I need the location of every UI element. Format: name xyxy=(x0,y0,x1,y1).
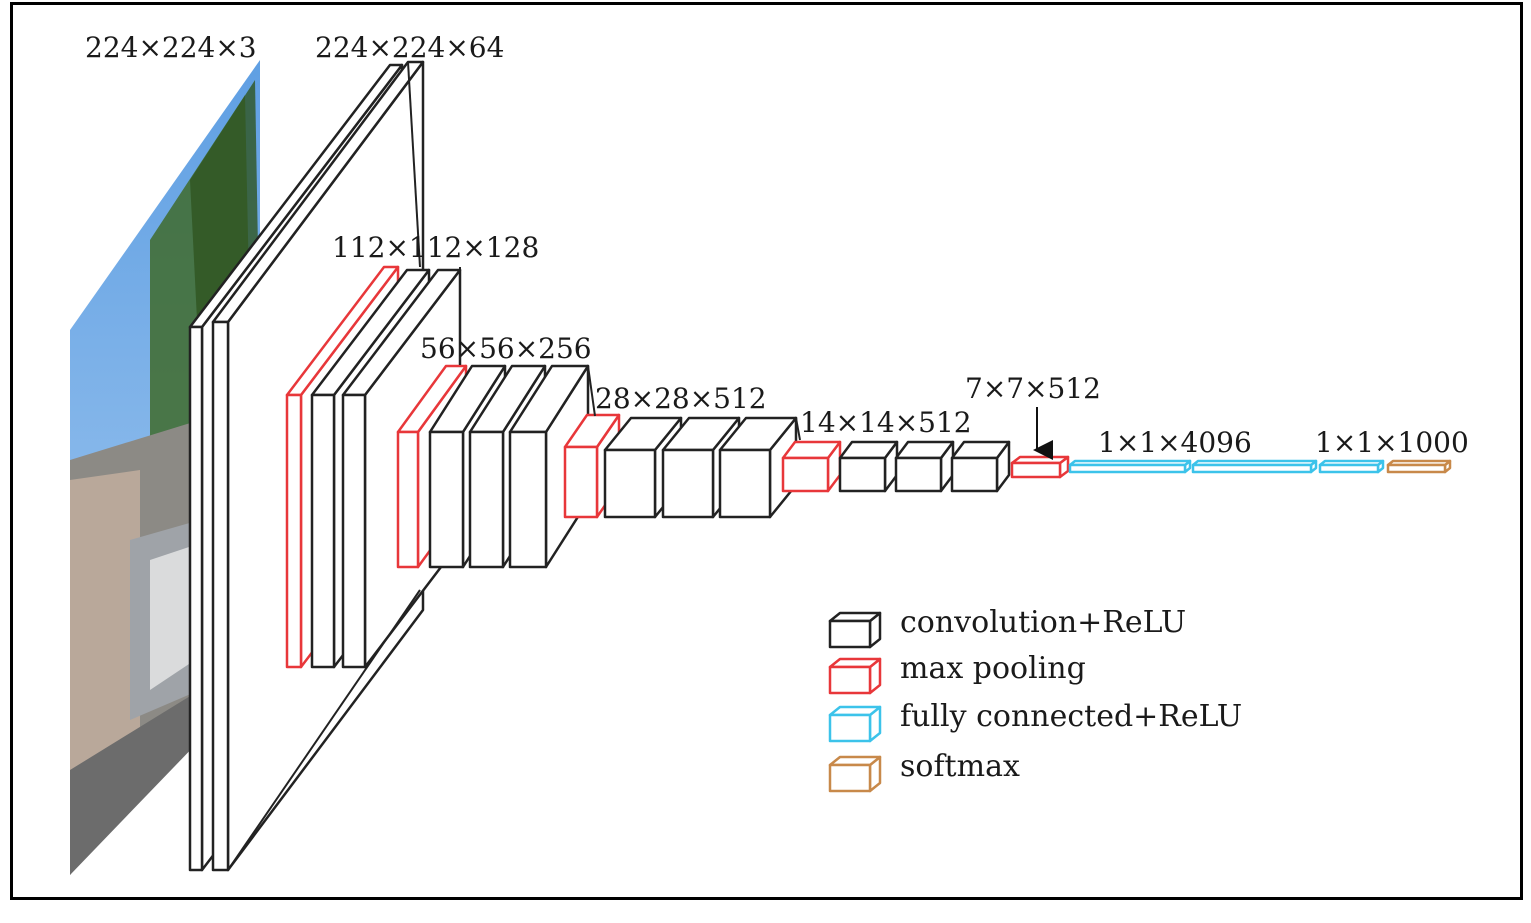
conv1-2-layer xyxy=(211,60,425,872)
legend-softmax-icon xyxy=(828,755,882,793)
legend-pool-icon xyxy=(828,657,882,695)
connector-block3-top xyxy=(587,365,596,417)
label-input-dims: 224×224×3 xyxy=(85,31,257,64)
fc2-layer xyxy=(1191,459,1318,474)
label-block1-dims: 224×224×64 xyxy=(315,31,504,64)
legend-label-softmax: softmax xyxy=(900,749,1020,784)
label-block2-dims: 112×112×128 xyxy=(332,231,539,264)
legend: convolution+ReLU max pooling fully conne… xyxy=(828,605,1242,793)
legend-label-fc: fully connected+ReLU xyxy=(900,699,1242,734)
layer-stack xyxy=(188,60,1452,872)
connector-block1-bottom xyxy=(227,589,421,871)
label-block4-dims: 28×28×512 xyxy=(595,382,767,415)
label-output-dims: 1×1×1000 xyxy=(1315,426,1469,459)
legend-fc-icon xyxy=(828,705,882,743)
input-image xyxy=(70,60,260,875)
conv5-1-layer xyxy=(838,440,899,493)
connector-lines xyxy=(227,61,801,871)
connector-block1-top xyxy=(407,61,421,268)
connector-block4-top xyxy=(795,417,801,441)
legend-label-conv: convolution+ReLU xyxy=(900,605,1186,640)
dimension-labels: 224×224×3 224×224×64 112×112×128 56×56×2… xyxy=(85,31,1469,459)
figure-border xyxy=(10,2,1523,900)
legend-icons xyxy=(828,611,882,793)
conv5-3-layer xyxy=(950,440,1011,493)
pool4-layer xyxy=(781,440,842,493)
label-block3-dims: 56×56×256 xyxy=(420,332,592,365)
fc3-layer xyxy=(1318,459,1385,474)
legend-label-pool: max pooling xyxy=(900,651,1086,686)
pool5-layer xyxy=(1010,455,1070,479)
legend-conv-icon xyxy=(828,611,882,649)
label-fc-dims: 1×1×4096 xyxy=(1098,426,1252,459)
conv5-2-layer xyxy=(894,440,955,493)
label-pool5-dims: 7×7×512 xyxy=(965,372,1101,405)
fc1-layer xyxy=(1068,459,1192,474)
label-block5-dims: 14×14×512 xyxy=(800,406,972,439)
softmax-layer xyxy=(1386,459,1452,474)
